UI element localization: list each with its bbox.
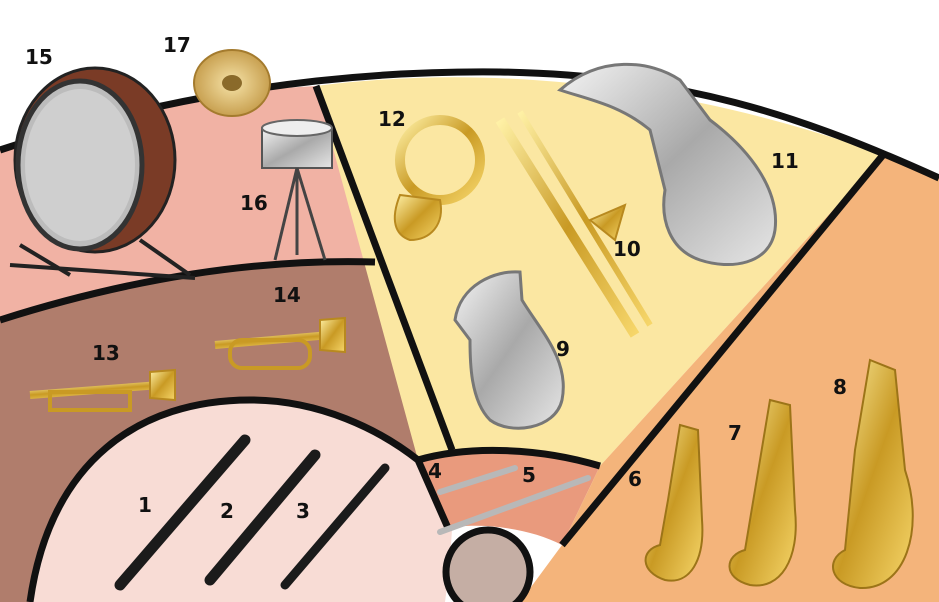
label-4: 4 [428, 459, 442, 483]
label-6: 6 [628, 467, 642, 491]
label-12: 12 [378, 107, 406, 131]
label-17: 17 [163, 33, 191, 57]
label-2: 2 [220, 499, 234, 523]
label-15: 15 [25, 45, 53, 69]
label-14: 14 [273, 283, 301, 307]
label-16: 16 [240, 191, 268, 215]
label-7: 7 [728, 421, 742, 445]
label-13: 13 [92, 341, 120, 365]
cymbals-icon [194, 50, 270, 116]
label-11: 11 [771, 149, 799, 173]
label-3: 3 [296, 499, 310, 523]
label-1: 1 [138, 493, 152, 517]
label-10: 10 [613, 237, 641, 261]
conductor-podium [446, 530, 530, 602]
label-5: 5 [522, 463, 536, 487]
label-9: 9 [556, 337, 570, 361]
label-8: 8 [833, 375, 847, 399]
